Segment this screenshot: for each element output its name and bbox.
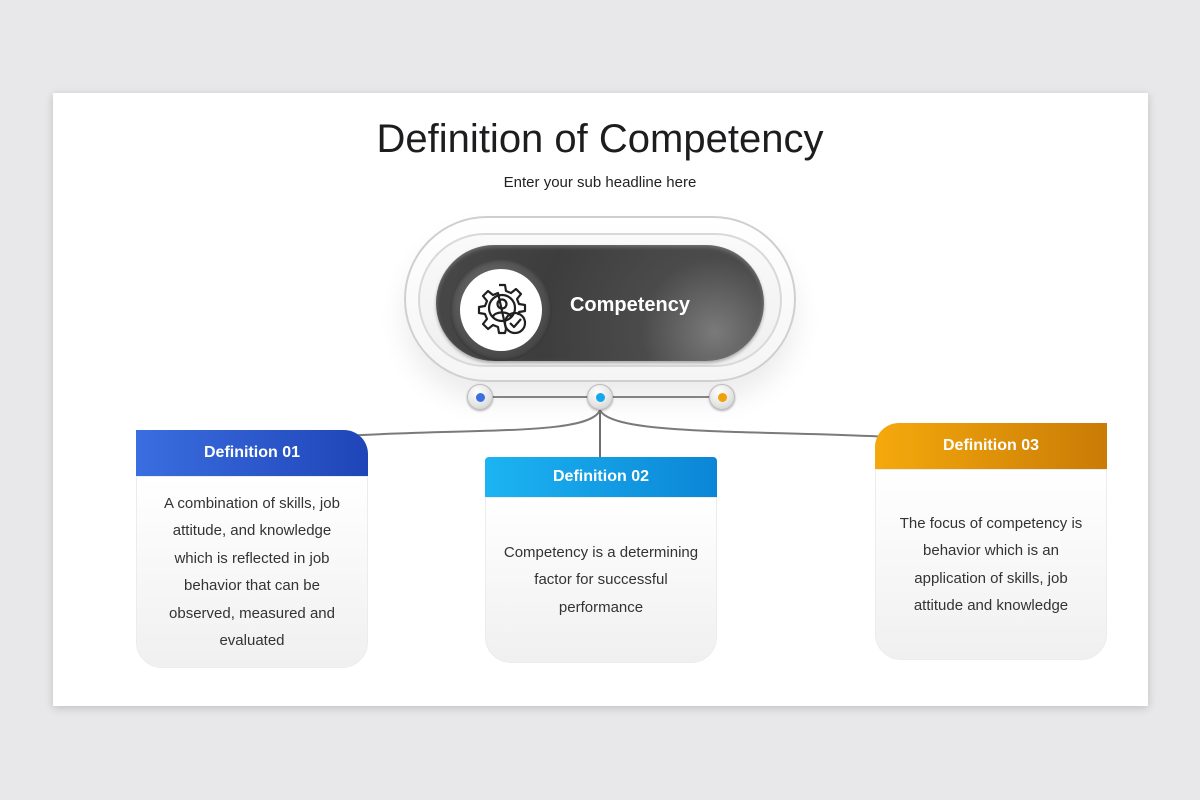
connector-dot-left [476,393,485,402]
connector-curve-right [599,409,891,438]
definition-card-header: Definition 03 [875,423,1107,469]
gear-user-check-icon [460,269,542,351]
definition-card-body: Competency is a determining factor for s… [485,497,717,663]
connector-dot-center [596,393,605,402]
connector-knob-center [587,384,613,410]
definition-card-text: The focus of competency is behavior whic… [899,514,1083,615]
connector-knob-right [709,384,735,410]
definition-card-header: Definition 01 [136,430,368,476]
definition-card-body: A combination of skills, job attitude, a… [136,476,368,668]
definition-card-header: Definition 02 [485,457,717,497]
slide-subtitle: Enter your sub headline here [503,174,697,191]
definition-card-text: A combination of skills, job attitude, a… [164,494,340,650]
center-label: Competency [569,294,691,316]
definition-card-body: The focus of competency is behavior whic… [875,469,1107,660]
connector-curve-left [344,409,601,437]
slide-title: Definition of Competency [376,117,824,161]
definition-card-text: Competency is a determining factor for s… [503,543,699,616]
connector-knob-left [467,384,493,410]
connector-dot-right [718,393,727,402]
